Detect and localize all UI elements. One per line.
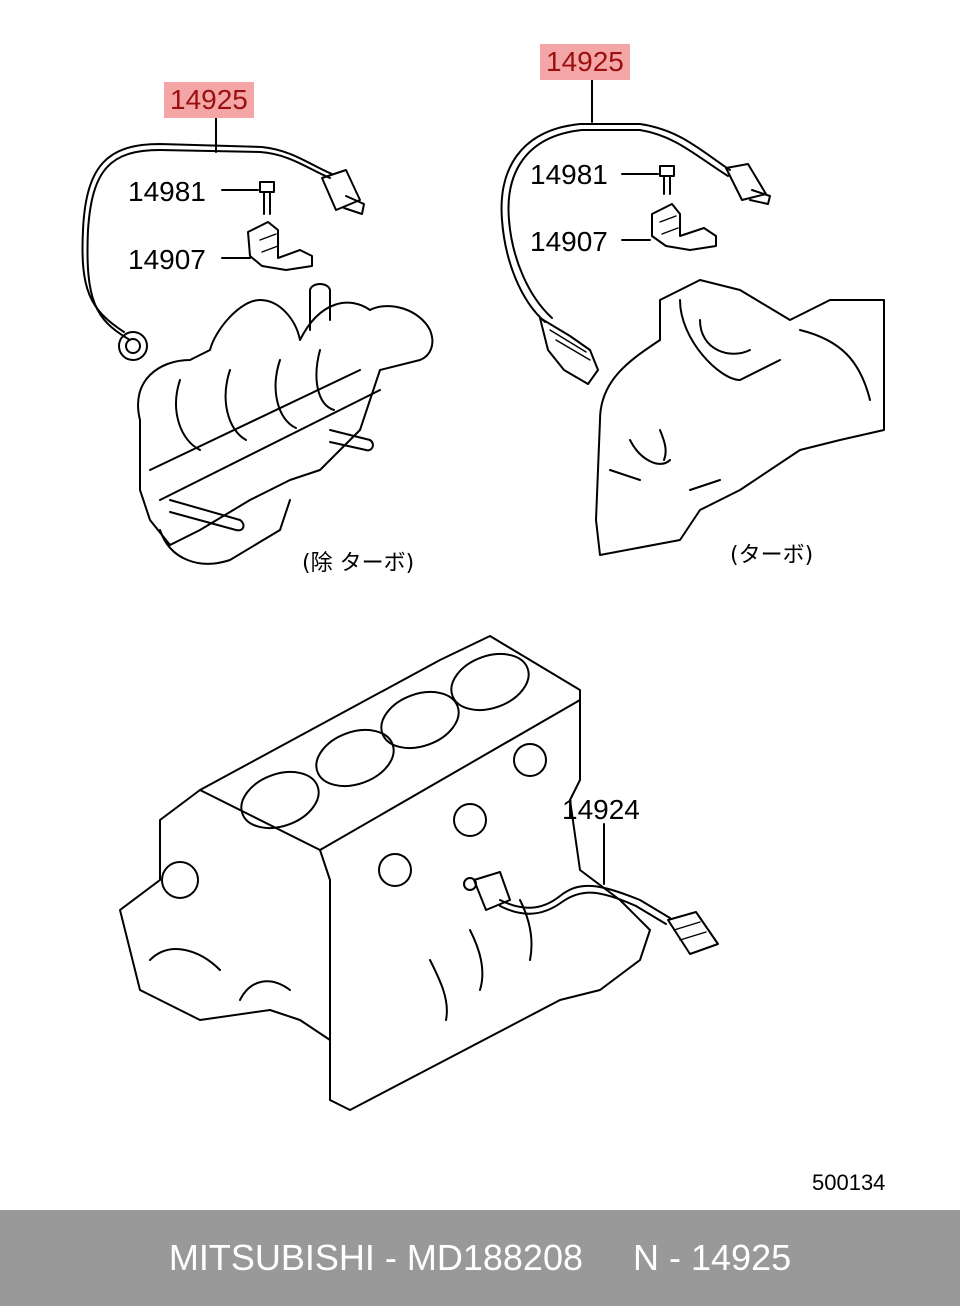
part-label-14981-left[interactable]: 14981 (128, 176, 206, 207)
diagram-code: 500134 (812, 1170, 886, 1195)
non-turbo-note: (除 ターボ) (302, 551, 415, 576)
part-label-14907-left[interactable]: 14907 (128, 244, 206, 275)
parts-illustration (81, 77, 885, 1111)
part-label-14907-right[interactable]: 14907 (530, 226, 608, 257)
footer-ref: N - 14925 (633, 1237, 792, 1278)
left-o2-sensor-drawing (81, 111, 434, 565)
footer-bar: MITSUBISHI - MD188208 N - 14925 (0, 1210, 960, 1306)
footer-spacer (583, 1237, 633, 1279)
part-label-14924[interactable]: 14924 (562, 794, 640, 825)
turbo-note: (ターボ) (730, 543, 814, 568)
footer-brand: MITSUBISHI (168, 1237, 375, 1278)
part-label-14981-right[interactable]: 14981 (530, 159, 608, 190)
footer-separator: - (374, 1237, 407, 1278)
footer-part-number: MD188208 (406, 1237, 583, 1278)
part-label-14925-right[interactable]: 14925 (540, 44, 630, 80)
engine-block-drawing (119, 635, 719, 1111)
parts-diagram: 14925 14981 14907 14925 14981 14907 1492… (81, 44, 886, 1195)
part-label-14925-left[interactable]: 14925 (164, 82, 254, 118)
right-o2-sensor-drawing (500, 77, 885, 556)
